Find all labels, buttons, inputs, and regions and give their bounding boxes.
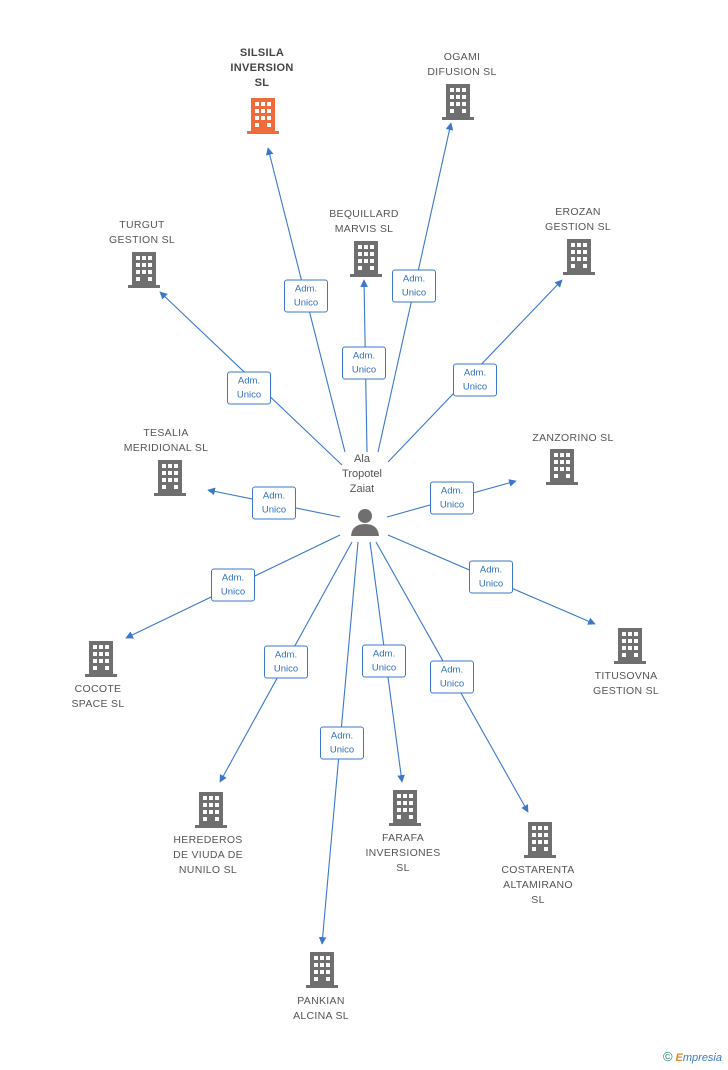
- company-name-zanzorino[interactable]: ZANZORINO SL: [532, 432, 614, 444]
- company-name-tesalia[interactable]: TESALIA MERIDIONAL SL: [123, 427, 209, 454]
- building-icon-costarenta[interactable]: [524, 822, 556, 858]
- company-name-titusovna[interactable]: TITUSOVNA GESTION SL: [592, 670, 660, 697]
- building-icon-pankian[interactable]: [306, 952, 338, 988]
- role-label-bequillard: Adm. Unico: [342, 346, 386, 380]
- company-name-farafa[interactable]: FARAFA INVERSIONES SL: [365, 832, 441, 874]
- building-icon-bequillard[interactable]: [350, 241, 382, 277]
- role-label-turgut: Adm. Unico: [227, 371, 271, 405]
- building-icon-turgut[interactable]: [128, 252, 160, 288]
- role-label-costarenta: Adm. Unico: [430, 660, 474, 694]
- building-icon-silsila[interactable]: [247, 98, 279, 134]
- brand-initial: E: [675, 1052, 683, 1064]
- company-name-ogami[interactable]: OGAMI DIFUSION SL: [427, 51, 497, 78]
- brand-footer: ©Empresia: [663, 1049, 722, 1064]
- building-icon-cocote[interactable]: [85, 641, 117, 677]
- brand-name: mpresia: [682, 1052, 722, 1064]
- role-label-farafa: Adm. Unico: [362, 644, 406, 678]
- copyright-symbol: ©: [662, 1049, 673, 1064]
- building-icon-herederos[interactable]: [195, 792, 227, 828]
- center-person-name: Ala Tropotel Zaiat: [342, 453, 382, 495]
- role-label-ogami: Adm. Unico: [392, 269, 436, 303]
- company-name-cocote[interactable]: COCOTE SPACE SL: [71, 683, 125, 710]
- person-icon: [351, 509, 379, 536]
- company-name-turgut[interactable]: TURGUT GESTION SL: [108, 219, 176, 246]
- building-icon-ogami[interactable]: [442, 84, 474, 120]
- building-icon-zanzorino[interactable]: [546, 449, 578, 485]
- company-name-pankian[interactable]: PANKIAN ALCINA SL: [293, 995, 349, 1022]
- company-name-herederos[interactable]: HEREDEROS DE VIUDA DE NUNILO SL: [173, 834, 243, 876]
- role-label-erozan: Adm. Unico: [453, 363, 497, 397]
- role-label-titusovna: Adm. Unico: [469, 560, 513, 594]
- role-label-tesalia: Adm. Unico: [252, 486, 296, 520]
- role-label-silsila: Adm. Unico: [284, 279, 328, 313]
- building-icon-titusovna[interactable]: [614, 628, 646, 664]
- company-name-bequillard[interactable]: BEQUILLARD MARVIS SL: [329, 208, 399, 235]
- role-label-zanzorino: Adm. Unico: [430, 481, 474, 515]
- company-name-costarenta[interactable]: COSTARENTA ALTAMIRANO SL: [501, 864, 575, 906]
- building-icon-farafa[interactable]: [389, 790, 421, 826]
- building-icon-tesalia[interactable]: [154, 460, 186, 496]
- company-name-silsila[interactable]: SILSILA INVERSION SL: [230, 47, 294, 89]
- role-label-pankian: Adm. Unico: [320, 726, 364, 760]
- role-label-herederos: Adm. Unico: [264, 645, 308, 679]
- building-icon-erozan[interactable]: [563, 239, 595, 275]
- company-name-erozan[interactable]: EROZAN GESTION SL: [544, 206, 612, 233]
- role-label-cocote: Adm. Unico: [211, 568, 255, 602]
